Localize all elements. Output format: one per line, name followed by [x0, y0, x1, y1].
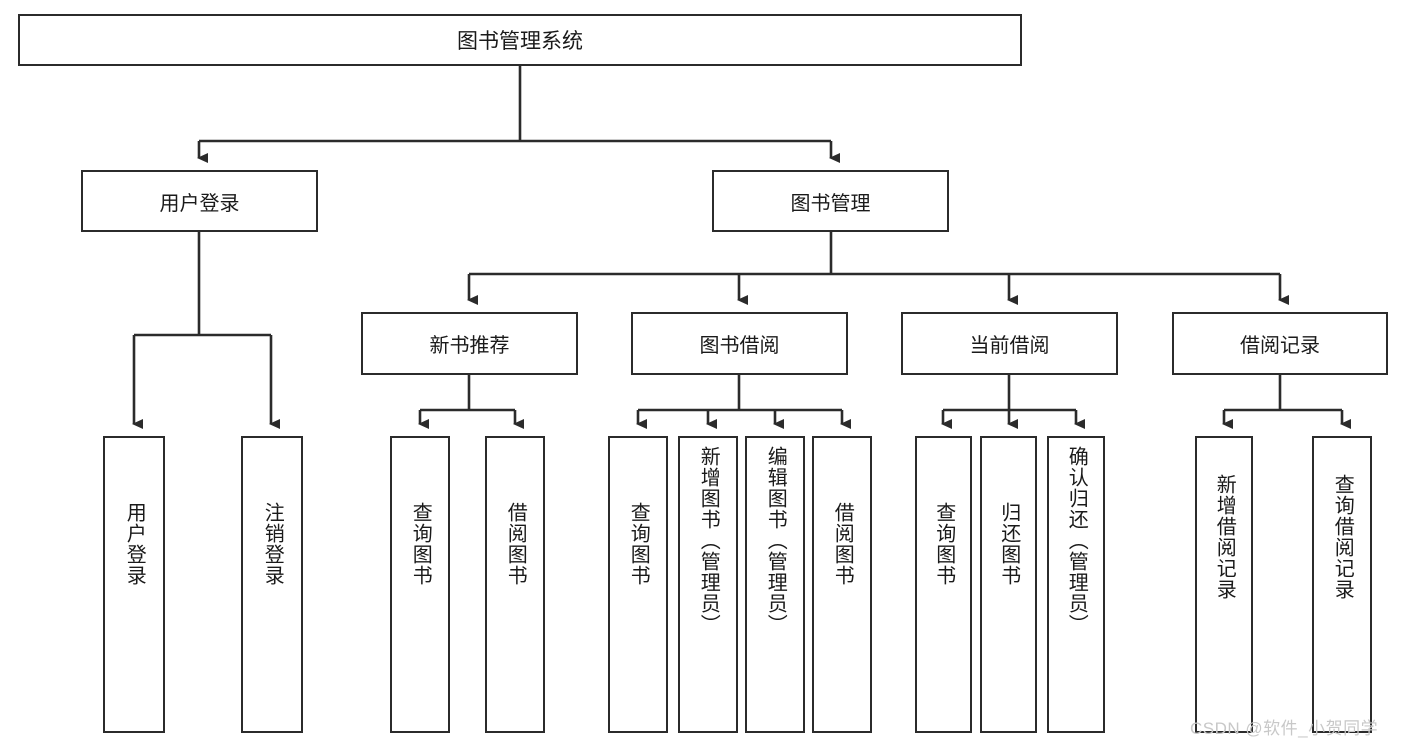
leaf-label: 借阅图书	[504, 502, 527, 586]
leaf-return-book[interactable]: 归还图书	[980, 436, 1037, 733]
node-current-borrow[interactable]: 当前借阅	[901, 312, 1118, 375]
node-borrow-record-label: 借阅记录	[1240, 335, 1320, 357]
node-user-login[interactable]: 用户登录	[81, 170, 318, 232]
node-borrow-record[interactable]: 借阅记录	[1172, 312, 1388, 375]
leaf-label: 用户登录	[123, 502, 146, 586]
leaf-borrow-book[interactable]: 借阅图书	[812, 436, 872, 733]
leaf-label: 新增借阅记录	[1213, 474, 1236, 600]
leaf-borrow-book-recommend[interactable]: 借阅图书	[485, 436, 545, 733]
leaf-query-book-borrow[interactable]: 查询图书	[608, 436, 668, 733]
leaf-label: 借阅图书	[831, 502, 854, 586]
leaf-logout[interactable]: 注销登录	[241, 436, 303, 733]
leaf-add-book-admin[interactable]: 新增图书（管理员）	[678, 436, 738, 733]
node-root-label: 图书管理系统	[457, 30, 583, 53]
node-book-management-label: 图书管理	[790, 192, 871, 215]
node-new-book-recommend[interactable]: 新书推荐	[361, 312, 578, 375]
leaf-label: 编辑图书（管理员）	[764, 446, 787, 635]
node-new-book-recommend-label: 新书推荐	[429, 335, 510, 357]
leaf-label: 归还图书	[997, 502, 1020, 586]
node-book-borrow[interactable]: 图书借阅	[631, 312, 848, 375]
leaf-label: 确认归还（管理员）	[1065, 446, 1088, 635]
node-book-borrow-label: 图书借阅	[699, 335, 780, 357]
leaf-confirm-return-admin[interactable]: 确认归还（管理员）	[1047, 436, 1105, 733]
leaf-label: 新增图书（管理员）	[697, 446, 720, 635]
leaf-label: 注销登录	[261, 502, 284, 586]
leaf-label: 查询图书	[932, 502, 955, 586]
leaf-label: 查询借阅记录	[1331, 474, 1354, 600]
leaf-add-borrow-record[interactable]: 新增借阅记录	[1195, 436, 1253, 733]
node-user-login-label: 用户登录	[159, 192, 240, 215]
leaf-query-borrow-record[interactable]: 查询借阅记录	[1312, 436, 1372, 733]
node-book-management[interactable]: 图书管理	[712, 170, 949, 232]
leaf-edit-book-admin[interactable]: 编辑图书（管理员）	[745, 436, 805, 733]
node-root[interactable]: 图书管理系统	[18, 14, 1022, 66]
leaf-label: 查询图书	[627, 502, 650, 586]
leaf-query-book-recommend[interactable]: 查询图书	[390, 436, 450, 733]
leaf-query-book-current[interactable]: 查询图书	[915, 436, 972, 733]
node-current-borrow-label: 当前借阅	[969, 335, 1050, 357]
leaf-label: 查询图书	[409, 502, 432, 586]
leaf-user-login[interactable]: 用户登录	[103, 436, 165, 733]
